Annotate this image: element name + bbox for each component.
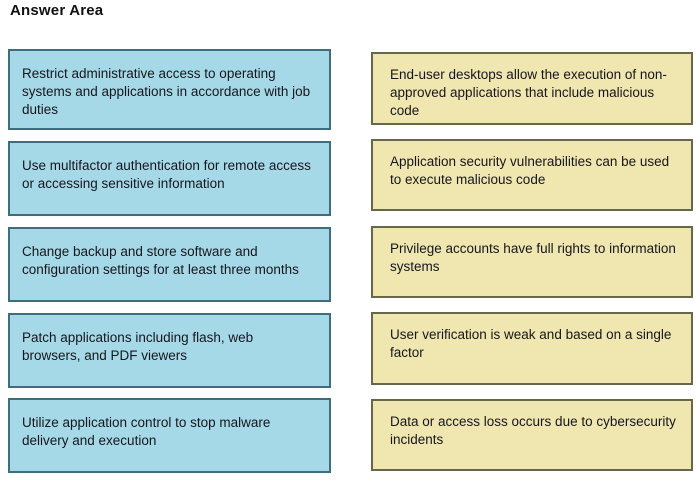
control-option-box[interactable]: Restrict administrative access to operat… — [8, 49, 331, 130]
control-option-box[interactable]: Use multifactor authentication for remot… — [8, 141, 331, 216]
risk-description-label: User verification is weak and based on a… — [390, 327, 672, 360]
risk-description-box[interactable]: Privilege accounts have full rights to i… — [371, 226, 693, 298]
risk-description-box[interactable]: Data or access loss occurs due to cybers… — [371, 399, 693, 471]
controls-column: Restrict administrative access to operat… — [8, 0, 331, 482]
control-option-box[interactable]: Utilize application control to stop malw… — [8, 398, 331, 473]
control-option-box[interactable]: Patch applications including flash, web … — [8, 313, 331, 388]
control-option-label: Patch applications including flash, web … — [22, 330, 254, 363]
risk-description-box[interactable]: End-user desktops allow the execution of… — [371, 52, 693, 125]
risks-column: End-user desktops allow the execution of… — [371, 0, 693, 482]
control-option-box[interactable]: Change backup and store software and con… — [8, 227, 331, 302]
risk-description-box[interactable]: Application security vulnerabilities can… — [371, 139, 693, 211]
control-option-label: Utilize application control to stop malw… — [22, 415, 271, 448]
answer-area-title: Answer Area — [10, 2, 104, 19]
risk-description-label: Application security vulnerabilities can… — [390, 154, 670, 187]
risk-description-box[interactable]: User verification is weak and based on a… — [371, 312, 693, 385]
risk-description-label: Privilege accounts have full rights to i… — [390, 241, 676, 274]
control-option-label: Restrict administrative access to operat… — [22, 66, 311, 117]
control-option-label: Change backup and store software and con… — [22, 244, 299, 277]
risk-description-label: Data or access loss occurs due to cybers… — [390, 414, 676, 447]
risk-description-label: End-user desktops allow the execution of… — [390, 67, 667, 118]
control-option-label: Use multifactor authentication for remot… — [22, 158, 311, 191]
